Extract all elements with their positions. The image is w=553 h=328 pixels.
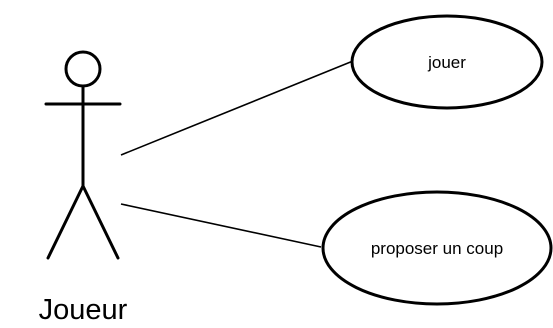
- use-case-proposer-un-coup-ellipse: [321, 190, 553, 306]
- actor-name: Joueur: [39, 294, 128, 326]
- use-case-proposer-un-coup-label: proposer un coup: [371, 239, 503, 258]
- actor-head: [64, 50, 102, 88]
- association-proposer-un-coup: [120, 203, 322, 248]
- use-case-proposer-un-coup: proposer un coup: [321, 190, 553, 306]
- actor-right-leg: [81, 184, 120, 260]
- use-case-jouer: jouer: [350, 14, 544, 110]
- association-jouer: [120, 60, 354, 156]
- actor-joueur: Joueur: [39, 50, 128, 326]
- use-case-jouer-ellipse: [350, 14, 544, 110]
- actor-left-leg: [46, 184, 85, 260]
- use-case-jouer-label: jouer: [427, 53, 466, 72]
